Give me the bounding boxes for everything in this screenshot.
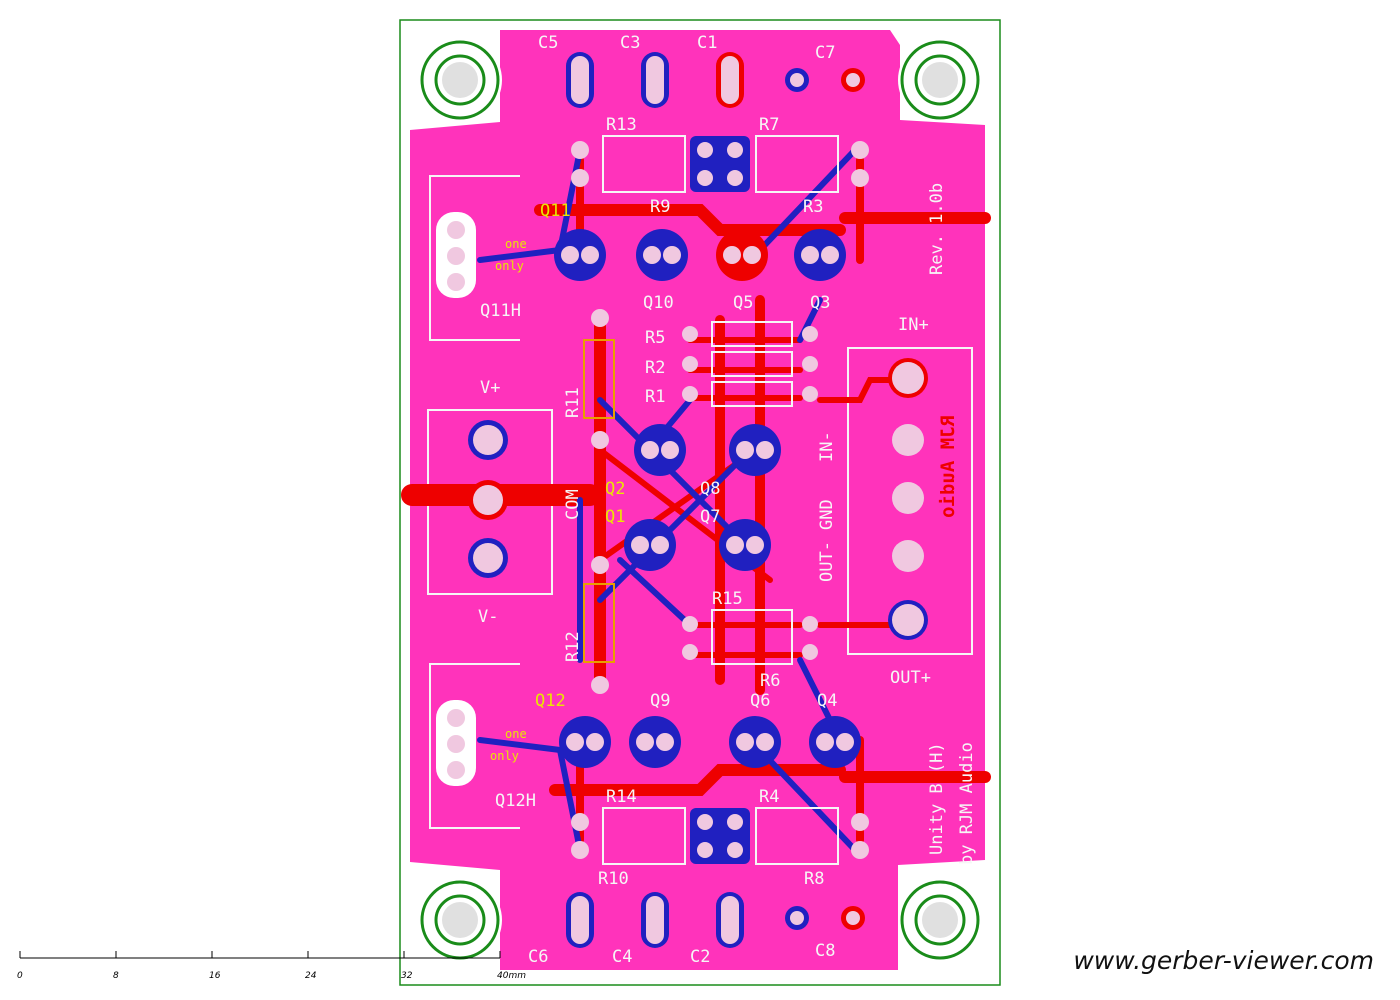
- label-q4: Q4: [817, 691, 837, 711]
- revision-text: Rev. 1.0b: [927, 183, 947, 275]
- scale-tick-label: 40mm: [497, 971, 526, 981]
- mirrored-bottom-text: RJM Audio: [937, 415, 959, 518]
- label-com: COM: [563, 489, 583, 520]
- label-r13: R13: [606, 115, 637, 135]
- capacitor-pads: [566, 52, 865, 948]
- heatsink-pads: [436, 212, 476, 786]
- scale-tick-label: 16: [209, 971, 221, 981]
- credits-line-2: by RJM Audio: [957, 742, 977, 865]
- label-c3: C3: [620, 33, 640, 53]
- label-c4: C4: [612, 947, 632, 967]
- label-r9: R9: [650, 197, 670, 217]
- label-q3: Q3: [810, 293, 830, 313]
- label-q12: Q12: [535, 691, 566, 711]
- label-out-: OUT-: [817, 541, 837, 582]
- resistor-outlines-vertical: [583, 339, 615, 663]
- label-q11h: Q11H: [480, 301, 521, 321]
- one-only-label-top-2: only: [495, 259, 524, 273]
- credits-line-1: Unity B (H): [927, 742, 947, 855]
- label-c2: C2: [690, 947, 710, 967]
- label-q11: Q11: [540, 201, 571, 221]
- one-only-label-bottom-1: one: [505, 727, 527, 741]
- label-r4: R4: [759, 787, 779, 807]
- label-q12h: Q12H: [495, 791, 536, 811]
- label-r11: R11: [563, 387, 583, 418]
- scale-tick-label: 8: [113, 971, 119, 981]
- label-q9: Q9: [650, 691, 670, 711]
- label-in-: IN+: [898, 315, 929, 335]
- label-q7: Q7: [700, 507, 720, 527]
- label-r2: R2: [645, 358, 665, 378]
- scale-tick-label: 32: [401, 971, 413, 981]
- label-v-: V+: [480, 378, 500, 398]
- transistor-pads: [554, 229, 861, 768]
- label-r3: R3: [803, 197, 823, 217]
- scale-tick-label: 24: [305, 971, 317, 981]
- label-r1: R1: [645, 387, 665, 407]
- mounting-holes: [418, 38, 982, 962]
- label-r5: R5: [645, 328, 665, 348]
- watermark-text: www.gerber-viewer.com: [1073, 946, 1374, 975]
- one-only-label-bottom-2: only: [490, 749, 519, 763]
- small-pads: [571, 136, 869, 864]
- label-q1: Q1: [605, 507, 625, 527]
- label-q5: Q5: [733, 293, 753, 313]
- label-out-: OUT+: [890, 668, 931, 688]
- resistor-outlines: [602, 135, 839, 865]
- terminal-pads: [468, 358, 928, 640]
- scale-bar: 0 8 16 24 32 40mm: [17, 951, 526, 981]
- label-r10: R10: [598, 869, 629, 889]
- label-q8: Q8: [700, 479, 720, 499]
- label-c1: C1: [697, 33, 717, 53]
- label-r7: R7: [759, 115, 779, 135]
- label-q2: Q2: [605, 479, 625, 499]
- label-gnd: GND: [817, 499, 837, 530]
- label-in-: IN-: [817, 431, 837, 462]
- label-r12: R12: [563, 631, 583, 662]
- scale-tick-label: 0: [17, 971, 23, 981]
- label-r15: R15: [712, 589, 743, 609]
- label-c6: C6: [528, 947, 548, 967]
- label-q10: Q10: [643, 293, 674, 313]
- label-c5: C5: [538, 33, 558, 53]
- label-c8: C8: [815, 941, 835, 961]
- label-r14: R14: [606, 787, 637, 807]
- label-r6: R6: [760, 671, 780, 691]
- one-only-label-top-1: one: [505, 237, 527, 251]
- label-r8: R8: [804, 869, 824, 889]
- label-c7: C7: [815, 43, 835, 63]
- label-v-: V-: [478, 607, 498, 627]
- label-q6: Q6: [750, 691, 770, 711]
